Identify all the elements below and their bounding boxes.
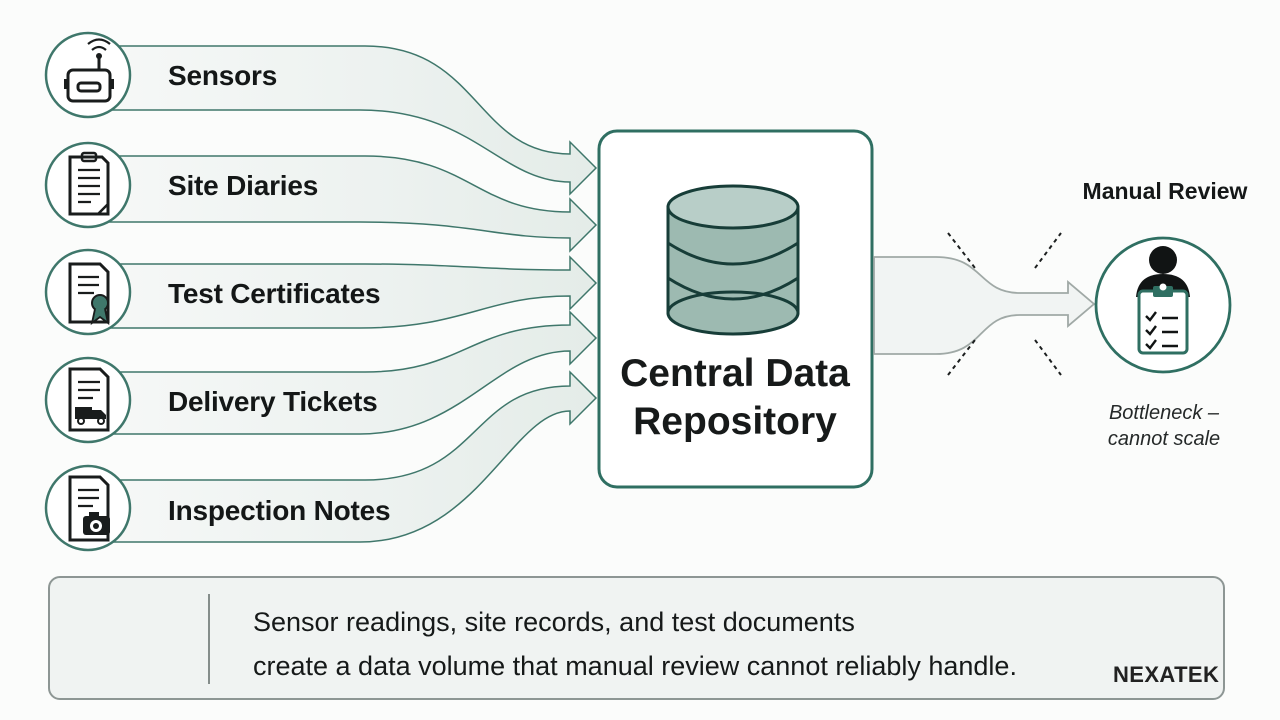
manual-review-title: Manual Review [1082,178,1248,204]
clipboard-document-icon [44,141,132,229]
source-arrow-site-diaries [99,155,598,253]
source-arrow-test-certificates [99,255,598,329]
database-icon [666,184,800,336]
summary-divider [208,594,210,684]
source-label-inspection-notes: Inspection Notes [168,495,391,526]
source-arrow-delivery-tickets [99,310,598,435]
source-arrow-sensors [99,45,598,196]
bottleneck-note-line-2: cannot scale [1107,428,1221,450]
repository-title-line-2: Repository [633,400,837,443]
sensor-device-icon [44,31,132,119]
summary-text: Sensor readings, site records, and test … [253,600,1133,688]
summary-panel: Sensor readings, site records, and test … [48,576,1225,700]
repository-title-line-1: Central Data [620,352,850,395]
source-label-delivery-tickets: Delivery Tickets [168,386,378,417]
bottleneck-note: Bottleneck – cannot scale [1076,400,1252,452]
summary-line-2: create a data volume that manual review … [253,651,1017,681]
source-label-sensors: Sensors [168,60,278,91]
delivery-ticket-icon [44,356,132,444]
bottleneck-note-line-1: Bottleneck – [1108,402,1220,424]
repository-title: Central Data Repository [603,350,867,446]
source-label-test-certificates: Test Certificates [168,278,381,309]
brand-logo: NEXATEK [1113,662,1220,687]
source-arrow-inspection-notes [99,370,598,543]
inspection-camera-icon [44,464,132,552]
summary-line-1: Sensor readings, site records, and test … [253,607,855,637]
reviewer-checklist-icon [1094,236,1232,374]
certificate-icon [44,248,132,336]
source-label-site-diaries: Site Diaries [168,170,319,201]
bottleneck-arrow [873,232,1096,376]
